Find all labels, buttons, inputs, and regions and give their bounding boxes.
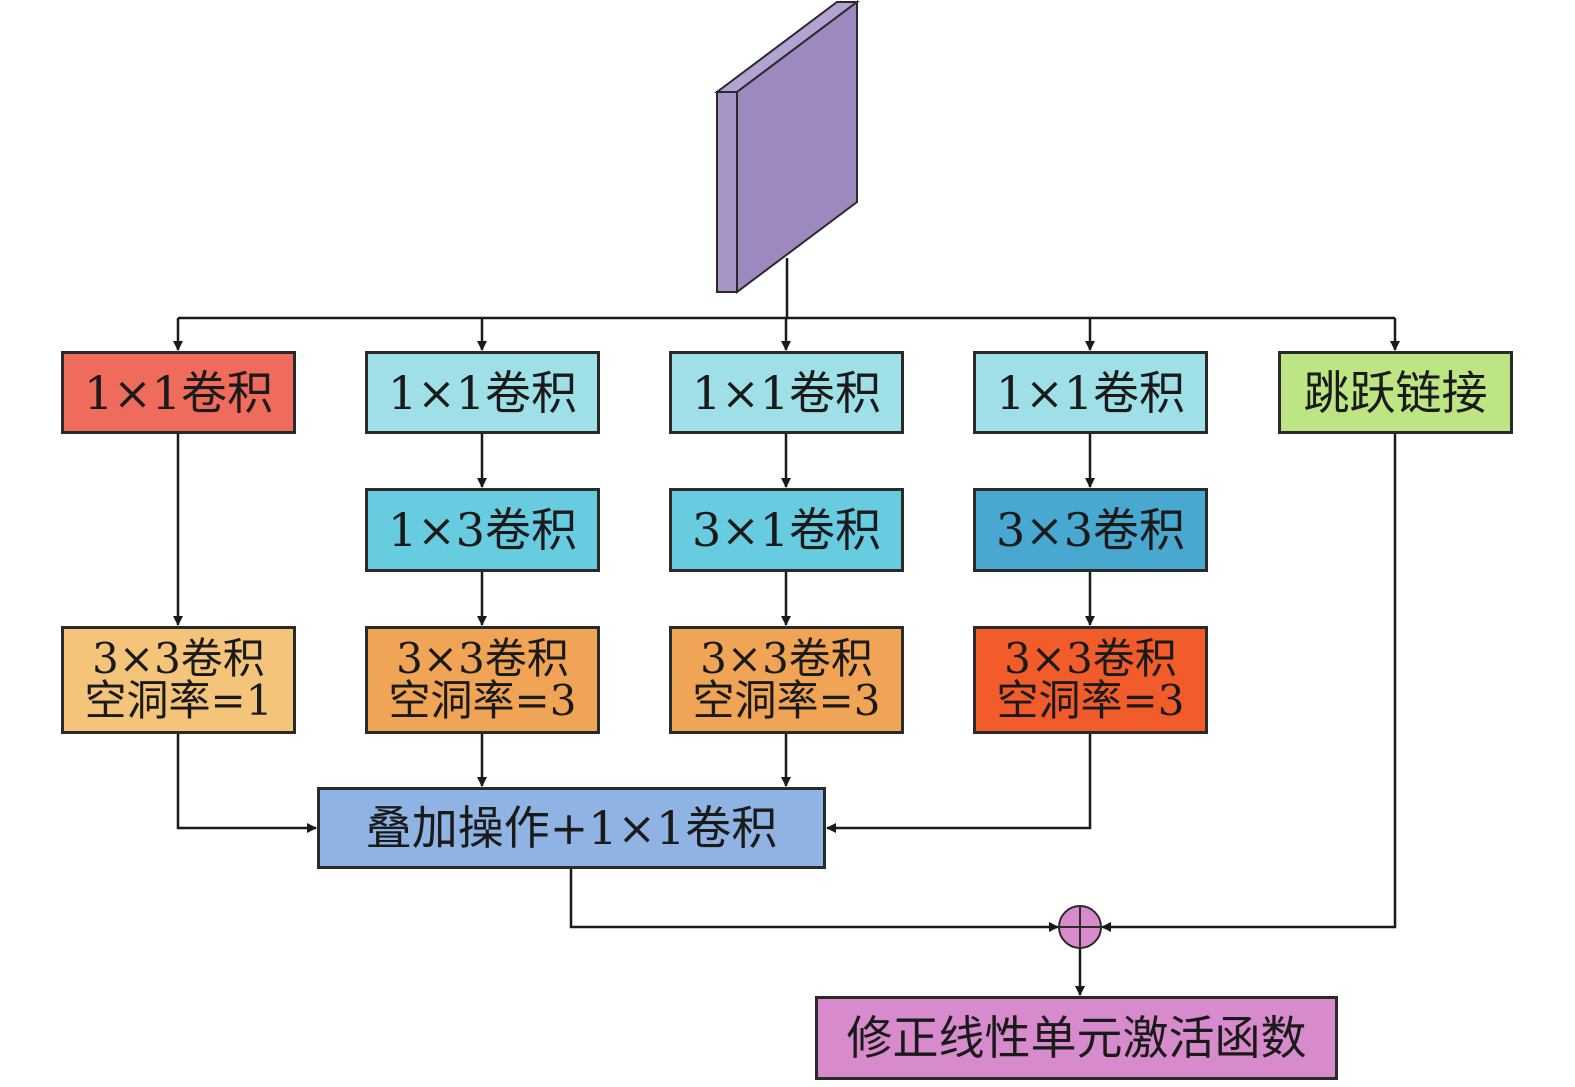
skip-connection-box: 跳跃链接 <box>1278 351 1513 434</box>
box-label-line2: 空洞率=3 <box>692 676 881 725</box>
box-label-line2: 空洞率=1 <box>84 676 273 725</box>
branch4-conv1x1: 1×1卷积 <box>973 351 1208 434</box>
box-label: 3×3卷积 <box>995 503 1186 557</box>
branch3-conv3x1: 3×1卷积 <box>669 488 904 572</box>
box-label-line1: 3×3卷积 <box>700 634 873 683</box>
box-label: 跳跃链接 <box>1303 365 1488 420</box>
box-label: 1×3卷积 <box>387 503 578 557</box>
branch1-conv1x1: 1×1卷积 <box>61 351 296 434</box>
skip-to-add-wire <box>1101 434 1397 932</box>
box-label: 1×1卷积 <box>691 365 882 420</box>
branch1-dilated-conv: 3×3卷积 空洞率=1 <box>61 626 296 734</box>
box-label: 1×1卷积 <box>995 365 1186 420</box>
branch4-conv3x3: 3×3卷积 <box>973 488 1208 572</box>
input-slab-front <box>736 0 858 294</box>
branch4-dilated-conv: 3×3卷积 空洞率=3 <box>973 626 1208 734</box>
box-label: 1×1卷积 <box>83 365 274 420</box>
box-label-line1: 3×3卷积 <box>396 634 569 683</box>
input-slab-side <box>716 91 738 293</box>
box-label-line2: 空洞率=3 <box>996 676 1185 725</box>
box-label-line1: 3×3卷积 <box>1004 634 1177 683</box>
box-label: 叠加操作+1×1卷积 <box>365 801 778 855</box>
box-label-line2: 空洞率=3 <box>388 676 577 725</box>
branch4-to-concat-wire <box>826 734 1092 833</box>
relu-activation-box: 修正线性单元激活函数 <box>815 996 1338 1080</box>
connectors <box>173 258 1400 996</box>
input-feature-map <box>714 0 860 294</box>
box-label-line1: 3×3卷积 <box>92 634 265 683</box>
branch1-to-concat-wire <box>176 734 317 833</box>
box-label: 修正线性单元激活函数 <box>846 1011 1307 1065</box>
branch2-conv1x3: 1×3卷积 <box>365 488 600 572</box>
box-label: 1×1卷积 <box>387 365 578 420</box>
concat-conv1x1-box: 叠加操作+1×1卷积 <box>317 787 826 869</box>
branch2-conv1x1: 1×1卷积 <box>365 351 600 434</box>
branch3-dilated-conv: 3×3卷积 空洞率=3 <box>669 626 904 734</box>
concat-to-add-wire <box>569 869 1059 932</box>
branch3-conv1x1: 1×1卷积 <box>669 351 904 434</box>
add-node <box>1058 905 1102 949</box>
branch2-dilated-conv: 3×3卷积 空洞率=3 <box>365 626 600 734</box>
box-label: 3×1卷积 <box>691 503 882 557</box>
